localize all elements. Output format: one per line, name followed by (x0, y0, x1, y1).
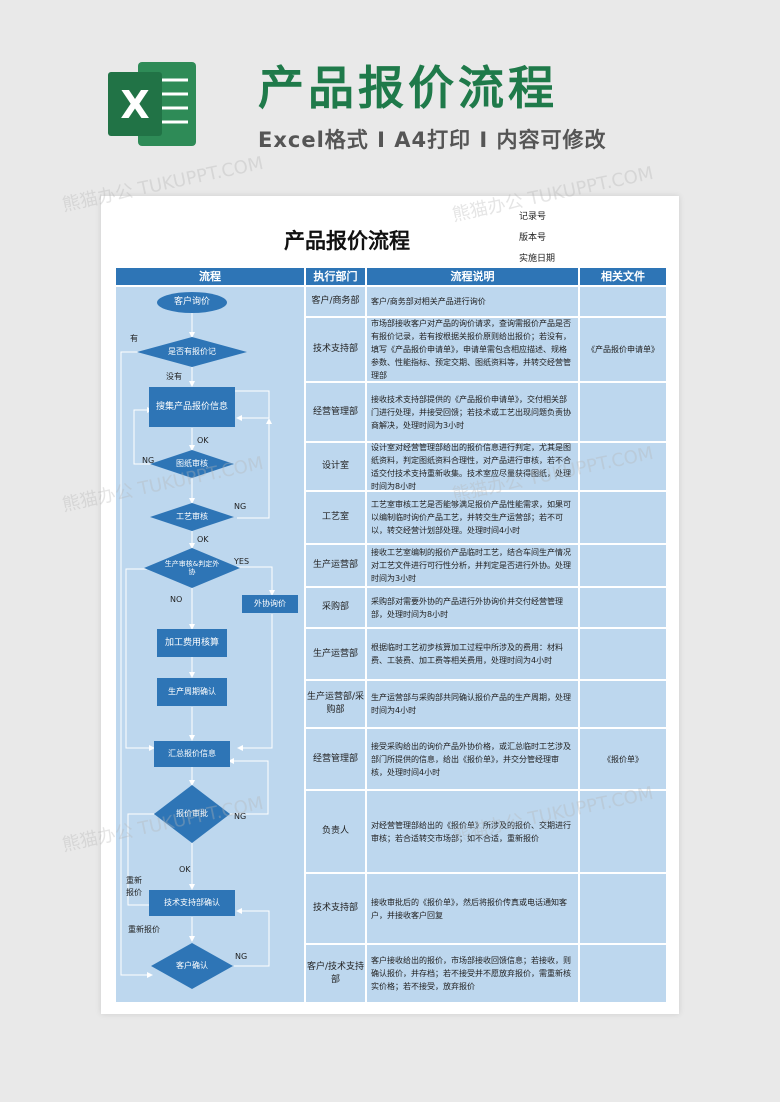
related-file-cell (580, 287, 666, 316)
header-description: 流程说明 (367, 268, 578, 285)
flow-node-label: 报价审批 (175, 809, 208, 819)
flow-edge-label: NG (142, 456, 155, 465)
department-cell: 生产运营部/采购部 (306, 681, 365, 727)
related-file-cell (580, 443, 666, 490)
header-flow: 流程 (116, 268, 304, 285)
flow-edge-label: NG (234, 502, 247, 511)
flow-node: 外协询价 (242, 595, 298, 613)
flow-edge-label: NO (170, 595, 183, 604)
flow-node-label: 搜集产品报价信息 (155, 401, 228, 412)
description-cell: 接受采购给出的询价产品外协价格，或汇总临时工艺涉及部门所提供的信息，给出《报价单… (367, 729, 578, 789)
related-file-cell (580, 383, 666, 441)
related-file-cell (580, 629, 666, 679)
flow-edge-label: NG (235, 952, 248, 961)
related-file-cell (580, 492, 666, 543)
flow-node-label: 工艺审核 (175, 512, 208, 522)
document-title: 产品报价流程 (284, 229, 410, 253)
version-number-label: 版本号 (519, 233, 547, 243)
description-cell: 采购部对需要外协的产品进行外协询价并交付经营管理部，处理时间为8小时 (367, 588, 578, 627)
flow-node-label: 外协询价 (254, 599, 286, 609)
flow-node: 技术支持部确认 (149, 890, 235, 916)
department-cell: 采购部 (306, 588, 365, 627)
effective-date-label: 实施日期 (519, 254, 556, 264)
flow-node-label: 客户确认 (175, 961, 208, 971)
flow-node: 汇总报价信息 (154, 741, 230, 767)
description-cell: 市场部接收客户对产品的询价请求，查询需报价产品是否有报价记录，若有按根据关报价原… (367, 318, 578, 381)
flowchart (120, 310, 275, 978)
flow-edge-label: 没有 (166, 372, 182, 381)
flow-node: 搜集产品报价信息 (149, 387, 235, 427)
flow-edge-label: OK (197, 535, 209, 544)
excel-logo-icon: X (104, 56, 200, 152)
flow-node-label: 是否有报价记 (168, 347, 216, 357)
header-department: 执行部门 (306, 268, 365, 285)
svg-text:X: X (120, 83, 149, 127)
related-file-cell (580, 681, 666, 727)
flow-node-label: 加工费用核算 (164, 637, 219, 648)
flow-node: 生产周期确认 (157, 678, 227, 706)
flow-node: 客户询价 (157, 291, 227, 313)
flow-edge-label: OK (197, 436, 209, 445)
department-cell: 经营管理部 (306, 383, 365, 441)
flow-node-label: 客户询价 (173, 296, 210, 307)
document-sheet: 产品报价流程 记录号 版本号 实施日期 流程 执行部门 流程说明 相关文件 客户… (101, 196, 679, 1014)
flow-node-label: 生产审核&判定外协 (164, 559, 220, 576)
description-cell: 对经营管理部给出的《报价单》所涉及的报价、交期进行审核；若合适转交市场部；如不合… (367, 791, 578, 872)
flow-node: 加工费用核算 (157, 629, 227, 657)
flow-edge-label: 重新报价 (128, 925, 160, 934)
related-file-cell (580, 545, 666, 586)
flow-edge-label: NG (234, 812, 247, 821)
description-cell: 生产运营部与采购部共同确认报价产品的生产周期，处理时间为4小时 (367, 681, 578, 727)
flow-edge-label: YES (234, 557, 250, 566)
description-cell: 根据临时工艺初步核算加工过程中所涉及的费用：材料费、工装费、加工费等相关费用，处… (367, 629, 578, 679)
related-file-cell (580, 588, 666, 627)
related-file-cell: 《报价单》 (580, 729, 666, 789)
department-cell: 客户/商务部 (306, 287, 365, 316)
description-cell: 接收工艺室编制的报价产品临时工艺，结合车间生产情况对工艺文件进行可行性分析，并判… (367, 545, 578, 586)
flow-edge-label: 报价 (126, 888, 142, 897)
department-cell: 生产运营部 (306, 545, 365, 586)
flow-node-label: 汇总报价信息 (168, 749, 216, 759)
flow-node-label: 生产周期确认 (168, 687, 216, 697)
description-cell: 接收审批后的《报价单》，然后将报价传真或电话通知客户，并接收客户回复 (367, 874, 578, 943)
banner-title: 产品报价流程 (258, 61, 558, 115)
flow-edge-label: OK (179, 865, 191, 874)
department-cell: 负责人 (306, 791, 365, 872)
related-file-cell (580, 945, 666, 1002)
department-cell: 技术支持部 (306, 318, 365, 381)
department-cell: 工艺室 (306, 492, 365, 543)
flow-edge-label: 重新 (126, 876, 142, 885)
department-cell: 客户/技术支持部 (306, 945, 365, 1002)
department-cell: 设计室 (306, 443, 365, 490)
flow-node-label: 图纸审核 (175, 459, 208, 469)
header-files: 相关文件 (580, 268, 666, 285)
related-file-cell: 《产品报价申请单》 (580, 318, 666, 381)
department-cell: 生产运营部 (306, 629, 365, 679)
flow-edge-label: 有 (130, 334, 138, 343)
description-cell: 客户接收给出的报价，市场部接收回馈信息；若接收，则确认报价，并存档；若不接受并不… (367, 945, 578, 1002)
description-cell: 工艺室审核工艺是否能够满足报价产品性能需求，如果可以编制临时询价产品工艺，并转交… (367, 492, 578, 543)
description-cell: 客户/商务部对相关产品进行询价 (367, 287, 578, 316)
department-cell: 经营管理部 (306, 729, 365, 789)
related-file-cell (580, 874, 666, 943)
description-cell: 设计室对经营管理部给出的报价信息进行判定，尤其是图纸资料，判定图纸资料合理性，对… (367, 443, 578, 490)
banner-subtitle: Excel格式 I A4打印 I 内容可修改 (258, 128, 607, 152)
flow-node-label: 技术支持部确认 (164, 898, 220, 908)
related-file-cell (580, 791, 666, 872)
record-number-label: 记录号 (519, 212, 547, 222)
description-cell: 接收技术支持部提供的《产品报价申请单》，交付相关部门进行处理，并接受回馈；若技术… (367, 383, 578, 441)
department-cell: 技术支持部 (306, 874, 365, 943)
